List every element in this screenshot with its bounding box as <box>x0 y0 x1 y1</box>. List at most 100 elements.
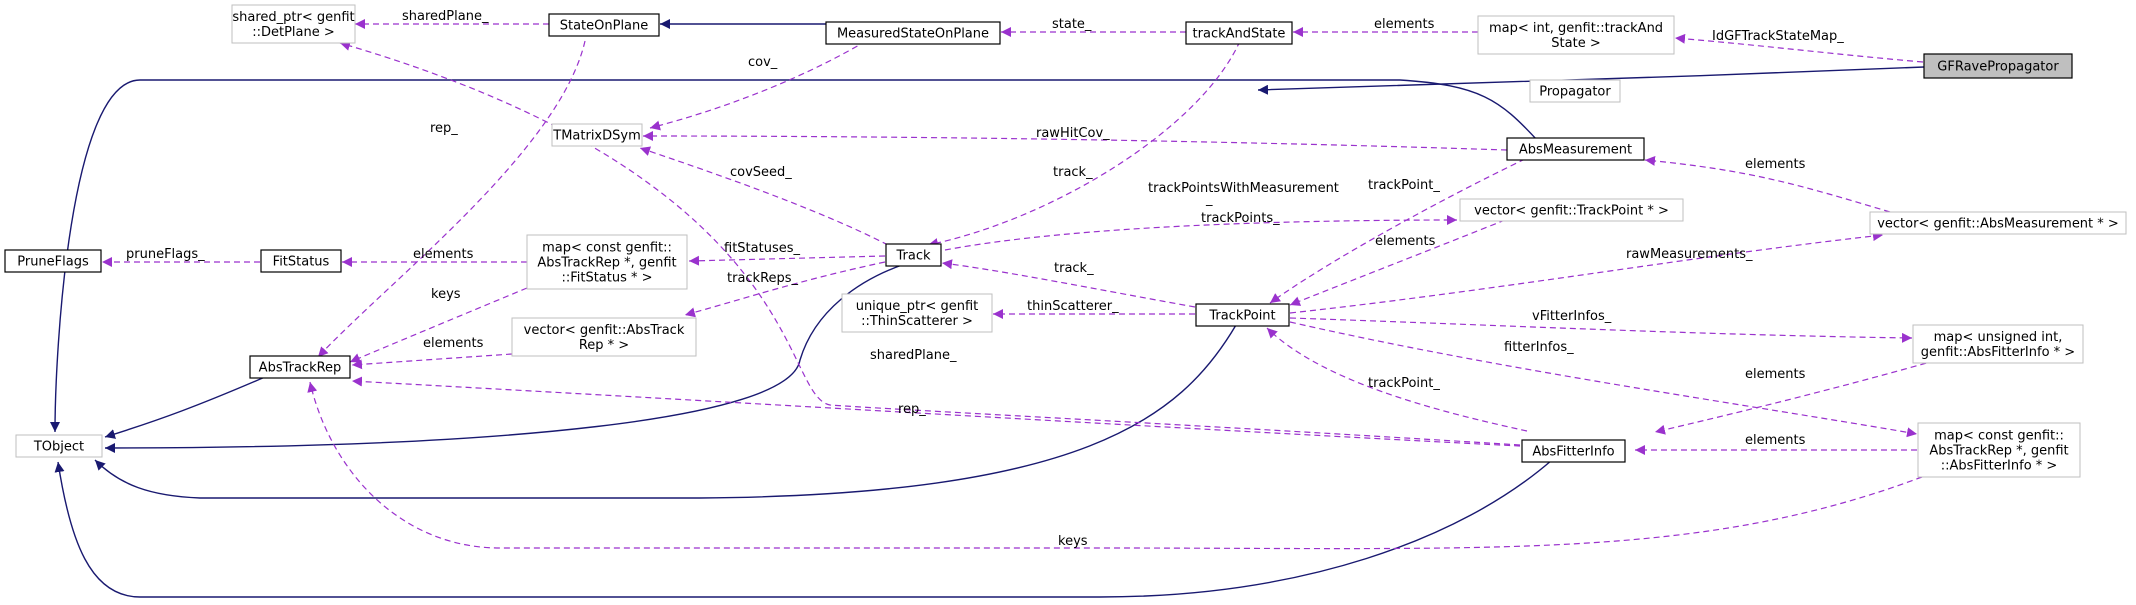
inheritance-edges <box>50 19 1925 598</box>
node-label: Track <box>895 249 930 264</box>
label-vfitterinfos: vFitterInfos_ <box>1532 309 1612 324</box>
node-map-fitstatus[interactable]: map< const genfit::AbsTrackRep *, genfit… <box>526 234 688 290</box>
node-track[interactable]: Track <box>885 243 942 267</box>
edge-fitstatuses <box>688 255 886 266</box>
node-sharedptr-detplane[interactable]: shared_ptr< genfit::DetPlane > <box>231 4 356 44</box>
node-box <box>825 21 1001 45</box>
label-covseed: covSeed_ <box>730 165 792 180</box>
edge-rep1 <box>317 40 586 358</box>
node-map-trackandstate[interactable]: map< int, genfit::trackAndState > <box>1477 15 1675 55</box>
node-pruneflags[interactable]: PruneFlags <box>4 249 102 273</box>
label-fitterinfos: fitterInfos_ <box>1504 340 1574 355</box>
edge-idgf <box>1674 33 1924 63</box>
node-label: AbsMeasurement <box>1519 143 1632 158</box>
edge-labels: IdGFTrackStateMap_ elements state_ share… <box>126 9 1844 549</box>
node-box <box>1477 15 1675 55</box>
node-box <box>1917 422 2081 478</box>
node-box <box>4 249 102 273</box>
label-idgf: IdGFTrackStateMap_ <box>1712 29 1844 44</box>
node-box <box>1869 211 2127 235</box>
node-box <box>1912 324 2084 364</box>
label-sharedplane2: sharedPlane_ <box>870 348 957 363</box>
edge-track2 <box>941 259 1196 308</box>
node-box <box>15 434 103 458</box>
label-track1: track_ <box>1053 165 1093 180</box>
node-box <box>1923 53 2073 79</box>
node-absmeasurement[interactable]: AbsMeasurement <box>1506 137 1645 161</box>
label-fitstatuses: fitStatuses_ <box>724 241 800 256</box>
node-uniqueptr-thinscatterer[interactable]: unique_ptr< genfit::ThinScatterer > <box>841 293 993 333</box>
edge-track-tobject <box>104 264 903 453</box>
label-elements-fs: elements <box>413 247 474 262</box>
node-box <box>249 355 351 379</box>
label-elements-vtr: elements <box>423 336 484 351</box>
label-rep1: rep_ <box>430 121 458 136</box>
node-label: FitStatus <box>273 255 330 270</box>
node-gfravepropagator[interactable]: GFRavePropagator <box>1923 53 2073 79</box>
edge-elements-tp <box>1289 219 1506 306</box>
node-trackpoint[interactable]: TrackPoint <box>1195 303 1290 327</box>
node-label: genfit::AbsFitterInfo * > <box>1921 345 2075 360</box>
label-cov: cov_ <box>748 55 778 70</box>
node-tobject[interactable]: TObject <box>15 434 103 458</box>
label-trackpoint1: trackPoint_ <box>1368 178 1440 193</box>
node-label: State > <box>1551 36 1600 51</box>
label-pruneflags: pruneFlags_ <box>126 247 205 262</box>
node-box <box>885 243 942 267</box>
label-tpwm: trackPointsWithMeasurement <box>1148 181 1339 196</box>
edge-trackpoint-tobject <box>94 324 1237 499</box>
node-box <box>511 317 697 357</box>
node-trackandstate[interactable]: trackAndState <box>1185 21 1293 45</box>
edge-fitterinfos <box>1289 321 1918 438</box>
label-elements-afi-rep: elements <box>1745 433 1806 448</box>
node-box <box>1529 79 1621 103</box>
node-box <box>551 123 643 147</box>
label-state: state_ <box>1052 17 1092 32</box>
edge-sharedplane2 <box>339 41 1521 446</box>
node-measuredstateonplane[interactable]: MeasuredStateOnPlane <box>825 21 1001 45</box>
label-thinscatterer: thinScatterer_ <box>1027 299 1119 314</box>
label-elements-absmeas: elements <box>1745 157 1806 172</box>
node-label: shared_ptr< genfit <box>232 10 354 25</box>
label-keys1: keys <box>431 287 461 302</box>
edge-rep2 <box>351 376 1521 447</box>
node-vector-absmeasurement[interactable]: vector< genfit::AbsMeasurement * > <box>1869 211 2127 235</box>
node-tmatrixdsym[interactable]: TMatrixDSym <box>551 123 643 147</box>
node-propagator[interactable]: Propagator <box>1529 79 1621 103</box>
node-box <box>1506 137 1645 161</box>
node-abstrackrep[interactable]: AbsTrackRep <box>249 355 351 379</box>
edge-trackpoints <box>944 215 1458 251</box>
node-label: ::AbsFitterInfo * > <box>1941 459 2058 474</box>
node-fitstatus[interactable]: FitStatus <box>260 249 342 273</box>
node-label: vector< genfit::TrackPoint * > <box>1474 204 1669 219</box>
node-label: AbsTrackRep <box>259 361 342 376</box>
node-label: map< unsigned int, <box>1934 330 2063 345</box>
edge-track1 <box>927 40 1241 248</box>
edge-abstrackrep-tobject <box>104 376 266 439</box>
label-track2: track_ <box>1054 261 1094 276</box>
edge-keys2 <box>307 381 1923 550</box>
node-vector-abstrackrep[interactable]: vector< genfit::AbsTrackRep * > <box>511 317 697 357</box>
node-map-absfitterinfo-uint[interactable]: map< unsigned int,genfit::AbsFitterInfo … <box>1912 324 2084 364</box>
node-label: TObject <box>33 440 84 455</box>
node-vector-trackpoint[interactable]: vector< genfit::TrackPoint * > <box>1459 198 1684 222</box>
edge-elements-vtr <box>351 353 513 370</box>
label-trackreps: trackReps_ <box>727 271 799 286</box>
edge-absmeasurement-tobject <box>50 79 1538 433</box>
node-absfitterinfo[interactable]: AbsFitterInfo <box>1521 439 1626 463</box>
edge-vfitterinfos <box>1289 317 1913 343</box>
node-label: map< const genfit:: <box>542 241 672 256</box>
node-box <box>1195 303 1290 327</box>
nodes: GFRavePropagator map< int, genfit::track… <box>4 4 2127 478</box>
label-rep2: rep_ <box>898 402 926 417</box>
edge-elements-absmeas <box>1644 155 1891 213</box>
node-label: PruneFlags <box>17 255 89 270</box>
node-map-absfitterinfo-rep[interactable]: map< const genfit::AbsTrackRep *, genfit… <box>1917 422 2081 478</box>
label-tpwm2: _ <box>1205 192 1213 207</box>
edge-elements-afi-uint <box>1654 354 1956 435</box>
node-stateonplane[interactable]: StateOnPlane <box>548 13 660 37</box>
node-label: unique_ptr< genfit <box>856 299 979 314</box>
node-label: StateOnPlane <box>560 19 649 34</box>
